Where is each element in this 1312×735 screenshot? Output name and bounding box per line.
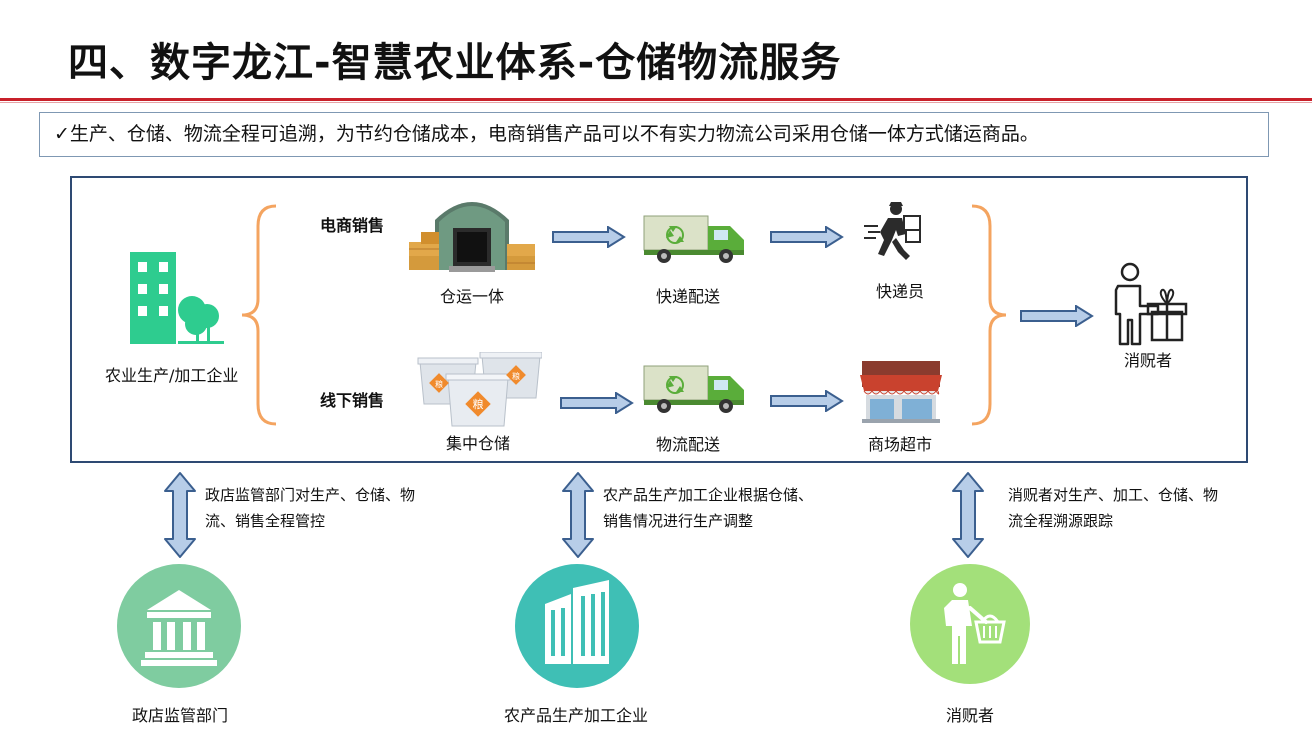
delivery-truck-icon [642, 364, 748, 414]
producer-label: 农业生产/加工企业 [105, 366, 239, 385]
bidirectional-arrow [163, 471, 197, 559]
consumer-bottom-label: 消贶者 [945, 706, 994, 725]
logistics-delivery-label: 物流配送 [656, 435, 721, 454]
bidirectional-arrow [951, 471, 985, 559]
shopper-basket-icon [910, 564, 1030, 684]
supermarket-label: 商场超市 [868, 435, 933, 454]
grain-char: 粮 [435, 379, 443, 389]
consumer-label: 消贶者 [1124, 351, 1173, 370]
courier-icon [862, 200, 926, 260]
office-building-icon [515, 564, 639, 688]
flow-arrow-right [770, 390, 844, 412]
express-delivery-label: 快递配送 [656, 287, 721, 306]
grain-bins-icon: 粮 粮 粮 [416, 352, 542, 428]
intro-text-box: ✓生产、仓储、物流全程可追溯，为节约仓储成本，电商销售产品可以不有实力物流公司采… [39, 112, 1269, 157]
title-divider [0, 98, 1312, 101]
ecommerce-channel-label: 电商销售 [320, 216, 385, 235]
page-title: 四、数字龙江-智慧农业体系-仓储物流服务 [68, 40, 842, 86]
delivery-truck-icon [642, 214, 748, 264]
flow-arrow-right [560, 392, 634, 414]
courier-label: 快递员 [876, 282, 925, 301]
consumer-gift-icon [1110, 260, 1190, 346]
building-tree-icon [128, 252, 228, 344]
enterprise-description: 农产品生产加工企业根据仓储、销售情况进行生产调整 [603, 486, 814, 530]
warehouse-icon [407, 192, 537, 274]
gov-label: 政店监管部门 [131, 706, 228, 725]
supermarket-icon [858, 357, 944, 423]
offline-channel-label: 线下销售 [320, 391, 385, 410]
bidirectional-arrow [561, 471, 595, 559]
warehouse-label: 仓运一体 [440, 287, 505, 306]
central-storage-label: 集中仓储 [446, 434, 511, 453]
government-building-icon [117, 564, 241, 688]
flow-arrow-right [552, 226, 626, 248]
title-divider-shadow [0, 102, 1312, 103]
grain-char: 粮 [512, 371, 520, 381]
enterprise-label: 农产品生产加工企业 [503, 706, 648, 725]
right-brace [968, 204, 1008, 426]
flow-arrow-right [770, 226, 844, 248]
gov-description: 政店监管部门对生产、仓储、物流、销售全程管控 [205, 486, 416, 530]
left-brace [240, 204, 280, 426]
consumer-description: 消贶者对生产、加工、仓储、物流全程溯源跟踪 [1008, 486, 1219, 530]
flow-arrow-right [1020, 305, 1094, 327]
grain-char: 粮 [473, 397, 484, 411]
